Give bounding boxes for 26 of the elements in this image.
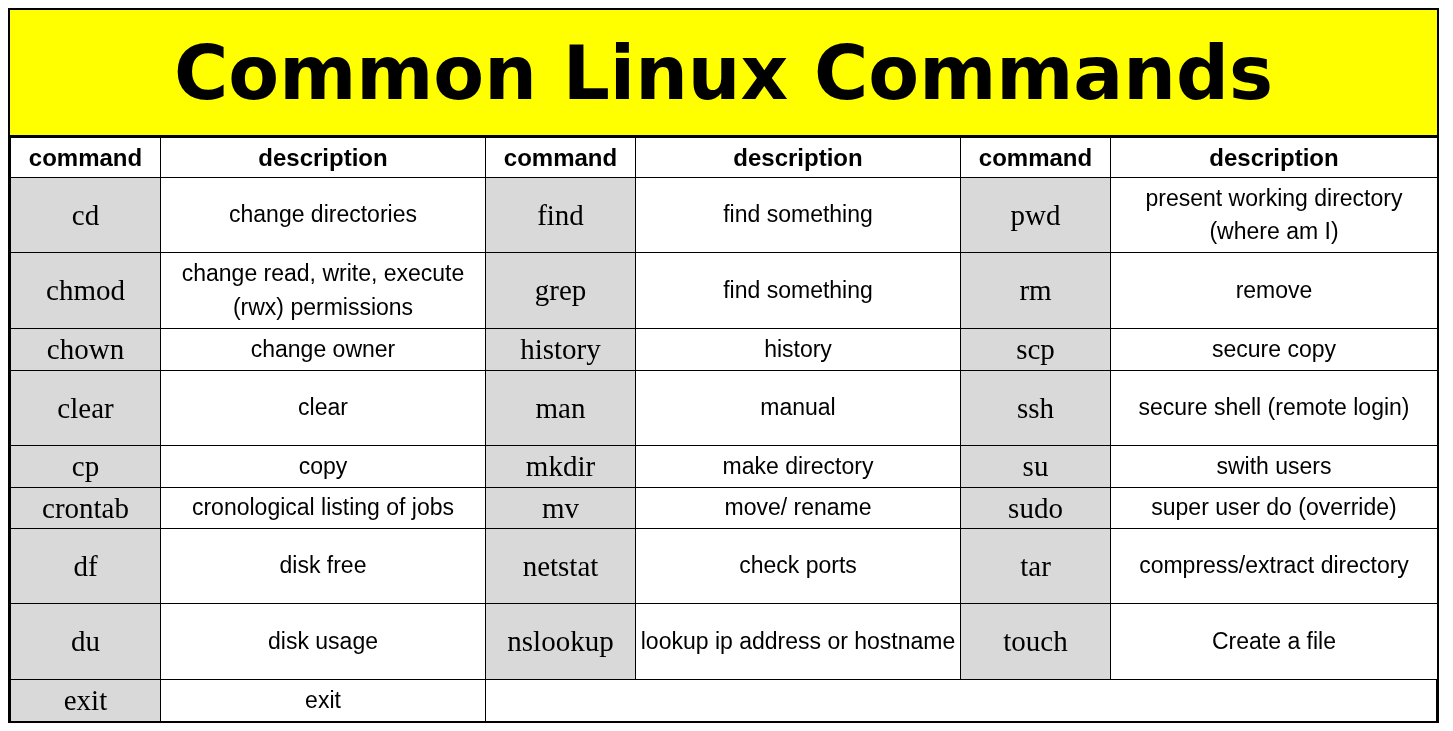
command-cell: nslookup [485, 603, 636, 680]
command-cell: chown [10, 328, 161, 371]
command-cell: history [485, 328, 636, 371]
command-cell: mv [485, 487, 636, 529]
command-cell: touch [960, 603, 1111, 680]
command-cell: tar [960, 528, 1111, 604]
command-cell: cd [10, 177, 161, 253]
command-cell: su [960, 445, 1111, 488]
command-cell: ssh [960, 370, 1111, 446]
command-cell: scp [960, 328, 1111, 371]
command-cell: mkdir [485, 445, 636, 488]
command-cell: exit [10, 679, 161, 722]
command-cell: pwd [960, 177, 1111, 253]
command-cell: chmod [10, 252, 161, 329]
command-cell: man [485, 370, 636, 446]
command-cell: clear [10, 370, 161, 446]
title-banner: Common Linux Commands [10, 10, 1437, 137]
command-cell: crontab [10, 487, 161, 529]
command-cell: sudo [960, 487, 1111, 529]
command-cell: find [485, 177, 636, 253]
command-cell: df [10, 528, 161, 604]
command-cell: rm [960, 252, 1111, 329]
command-cell: netstat [485, 528, 636, 604]
command-cell: grep [485, 252, 636, 329]
command-cell: du [10, 603, 161, 680]
command-cell: cp [10, 445, 161, 488]
